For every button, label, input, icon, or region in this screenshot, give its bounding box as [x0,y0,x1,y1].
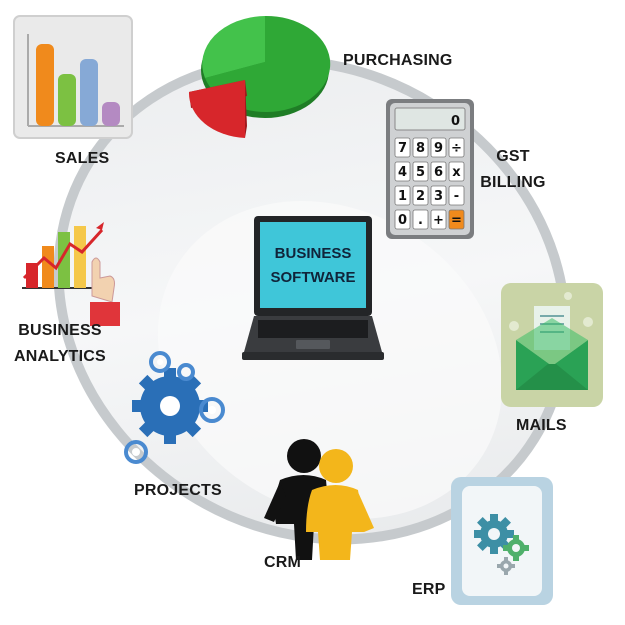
calculator-key [394,185,411,206]
calculator-key-label: 8 [416,141,425,156]
gst-label-line1: GST [496,148,530,165]
calculator-key-label: ÷ [451,141,462,156]
growth-chart-icon [22,222,120,326]
business-analytics-label: BUSINESS ANALYTICS [8,320,112,368]
pie-chart-icon [188,15,331,138]
calculator-key [412,185,429,206]
calculator-key [412,137,429,158]
calculator-key [430,161,447,182]
calculator-key-label: 9 [434,141,443,156]
calculator-key [448,185,465,206]
calculator-key [430,185,447,206]
calculator-key [430,137,447,158]
people-icon [264,439,374,560]
analytics-label-line1: BUSINESS [18,322,102,339]
analytics-label-line2: ANALYTICS [14,348,106,365]
calculator-key-label: 4 [398,165,407,180]
calculator-key-label: . [418,213,423,228]
calculator-key-label: 0 [398,213,407,228]
envelope-icon [501,283,603,407]
calculator-key-label: 7 [398,141,407,156]
calculator-key-label: 2 [416,189,425,204]
settings-gear-icon [451,477,553,605]
calculator-key-label: 5 [416,165,425,180]
purchasing-label: PURCHASING [343,52,453,69]
laptop-icon: BUSINESS SOFTWARE [242,216,384,360]
gst-label-line2: BILLING [480,174,546,191]
sales-label: SALES [55,150,110,167]
calculator-key-label: 6 [434,165,443,180]
erp-label: ERP [412,581,446,598]
calculator-key [430,209,447,230]
calculator-key [412,209,429,230]
bar-chart-icon [13,15,133,139]
gst-billing-label: GST BILLING [478,146,548,194]
calculator-key-label: + [433,213,444,228]
calculator-key-label: - [454,189,459,204]
calculator-key-label: x [452,165,461,180]
calculator-key [412,161,429,182]
calculator-display: 0 [451,114,460,129]
calculator-key [394,161,411,182]
center-title-line2: SOFTWARE [271,269,356,286]
crm-label: CRM [264,554,302,571]
calculator-key-label: 3 [434,189,443,204]
calculator-key-label: = [451,213,462,228]
projects-label: PROJECTS [134,482,222,499]
calculator-key-label: 1 [398,189,407,204]
calculator-key [448,161,465,182]
gears-icon [124,351,225,464]
calculator-key [448,137,465,158]
center-title-line1: BUSINESS [275,245,352,262]
calculator-key [448,209,465,230]
calculator-key [394,137,411,158]
calculator-key [394,209,411,230]
mails-label: MAILS [516,417,567,434]
